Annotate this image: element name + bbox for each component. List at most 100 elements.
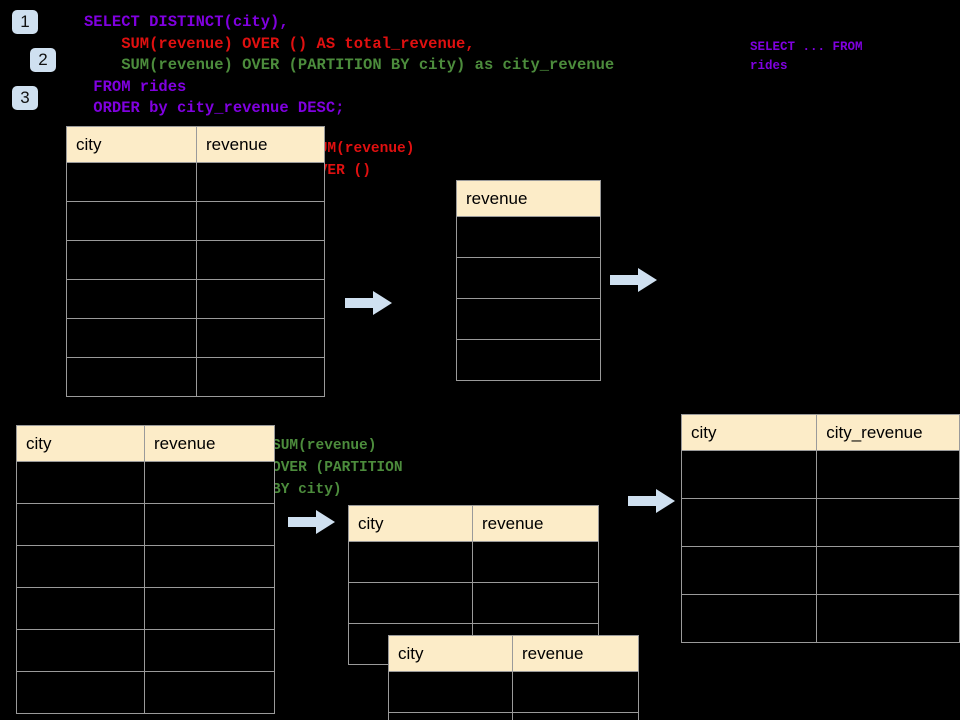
table-row bbox=[348, 582, 599, 624]
table-cell bbox=[456, 216, 601, 258]
table-row bbox=[456, 339, 601, 381]
table-row bbox=[388, 712, 639, 720]
arrow-partition-to-result bbox=[628, 488, 676, 514]
table-cell bbox=[456, 298, 601, 340]
table-cell bbox=[66, 318, 197, 358]
column-header-revenue: revenue bbox=[456, 180, 601, 217]
sql-line-3: SUM(revenue) OVER (PARTITION BY city) as… bbox=[121, 56, 615, 74]
sql-line-2: SUM(revenue) OVER () AS total_revenue, bbox=[121, 34, 475, 53]
table-cell bbox=[388, 671, 513, 713]
step-badge-3: 3 bbox=[12, 86, 38, 110]
table-cell bbox=[196, 201, 325, 241]
column-header-revenue: revenue bbox=[472, 505, 599, 542]
table-cell bbox=[196, 357, 325, 397]
table-cell bbox=[196, 279, 325, 319]
table-cell bbox=[144, 545, 275, 588]
table-cell bbox=[16, 461, 145, 504]
table-row bbox=[66, 318, 325, 358]
table-cell bbox=[66, 279, 197, 319]
arrow-source2-to-partition bbox=[288, 509, 336, 535]
column-header-revenue: revenue bbox=[196, 126, 325, 163]
table-cell bbox=[16, 545, 145, 588]
table-cell bbox=[144, 629, 275, 672]
total-revenue-annotation: SUM(revenue) OVER () bbox=[310, 141, 415, 179]
table-cell bbox=[16, 587, 145, 630]
table-row bbox=[66, 162, 325, 202]
step-badge-2: 2 bbox=[30, 48, 56, 72]
column-header-revenue: revenue bbox=[144, 425, 275, 462]
table-cell bbox=[196, 240, 325, 280]
column-header-revenue: revenue bbox=[512, 635, 639, 672]
step-badge-1: 1 bbox=[12, 10, 38, 34]
table-cell bbox=[196, 318, 325, 358]
table-row bbox=[388, 671, 639, 713]
total-revenue-table: revenue bbox=[456, 180, 601, 381]
column-header-city: city bbox=[388, 635, 513, 672]
column-header-city_revenue: city_revenue bbox=[816, 414, 960, 451]
table-cell bbox=[472, 582, 599, 624]
table-cell bbox=[66, 201, 197, 241]
table-row bbox=[348, 541, 599, 583]
table-cell bbox=[16, 629, 145, 672]
column-header-city: city bbox=[66, 126, 197, 163]
table-cell bbox=[144, 461, 275, 504]
table-row bbox=[16, 587, 275, 630]
table-cell bbox=[144, 503, 275, 546]
table-cell bbox=[66, 162, 197, 202]
table-cell bbox=[512, 712, 639, 720]
column-header-city: city bbox=[348, 505, 473, 542]
table-row bbox=[456, 216, 601, 258]
table-cell bbox=[144, 587, 275, 630]
sql-line-5: ORDER by city_revenue DESC; bbox=[93, 99, 345, 117]
select-from-rides-note: SELECT ... FROM rides bbox=[750, 40, 863, 73]
table-row bbox=[66, 201, 325, 241]
table-row bbox=[66, 240, 325, 280]
table-cell bbox=[348, 541, 473, 583]
column-header-city: city bbox=[680, 414, 818, 451]
table-cell bbox=[816, 450, 960, 499]
table-cell bbox=[196, 162, 325, 202]
sql-line-4: FROM rides bbox=[93, 77, 187, 96]
table-row bbox=[16, 545, 275, 588]
table-cell bbox=[348, 582, 473, 624]
table-row bbox=[680, 594, 960, 643]
table-row bbox=[680, 450, 960, 499]
arrow-total-to-result bbox=[610, 267, 658, 293]
table-cell bbox=[816, 498, 960, 547]
table-row bbox=[680, 498, 960, 547]
table-header-row: revenue bbox=[456, 180, 601, 217]
city-revenue-annotation: SUM(revenue) OVER (PARTITION BY city) bbox=[272, 438, 403, 498]
table-row bbox=[16, 629, 275, 672]
table-row bbox=[66, 279, 325, 319]
table-row bbox=[16, 503, 275, 546]
table-cell bbox=[680, 450, 818, 499]
table-cell bbox=[66, 357, 197, 397]
table-cell bbox=[680, 498, 818, 547]
table-row bbox=[66, 357, 325, 397]
table-cell bbox=[16, 671, 145, 714]
table-row bbox=[680, 546, 960, 595]
table-cell bbox=[456, 339, 601, 381]
table-cell bbox=[16, 503, 145, 546]
table-cell bbox=[456, 257, 601, 299]
table-cell bbox=[680, 594, 818, 643]
table-cell bbox=[388, 712, 513, 720]
table-row bbox=[16, 671, 275, 714]
table-row bbox=[456, 257, 601, 299]
table-cell bbox=[816, 546, 960, 595]
table-cell bbox=[66, 240, 197, 280]
sql-query-block: SELECT DISTINCT(city),SUM(revenue) OVER … bbox=[84, 12, 614, 120]
table-cell bbox=[816, 594, 960, 643]
table-row bbox=[456, 298, 601, 340]
table-cell bbox=[472, 541, 599, 583]
arrow-source-to-total bbox=[345, 290, 393, 316]
